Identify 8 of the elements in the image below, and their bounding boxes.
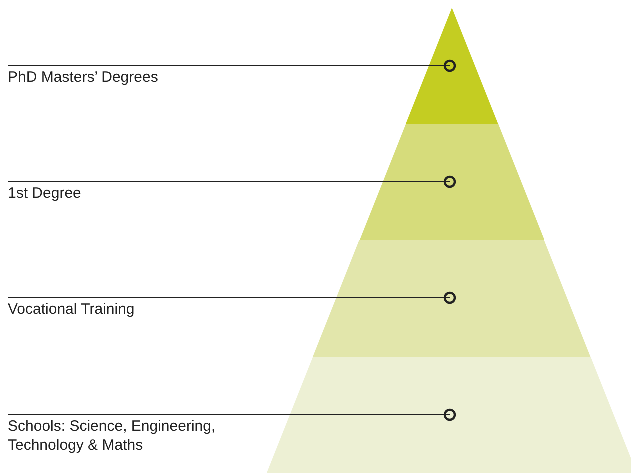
tier-label: 1st Degree (8, 184, 238, 203)
tier-label: Vocational Training (8, 300, 238, 319)
leader-line (8, 292, 456, 304)
tier-label: Schools: Science, Engineering, Technology & Maths (8, 417, 238, 455)
leader-line (8, 60, 456, 72)
leader-line (8, 176, 456, 188)
tier-label: PhD Masters’ Degrees (8, 68, 238, 87)
leader-line (8, 408, 456, 422)
